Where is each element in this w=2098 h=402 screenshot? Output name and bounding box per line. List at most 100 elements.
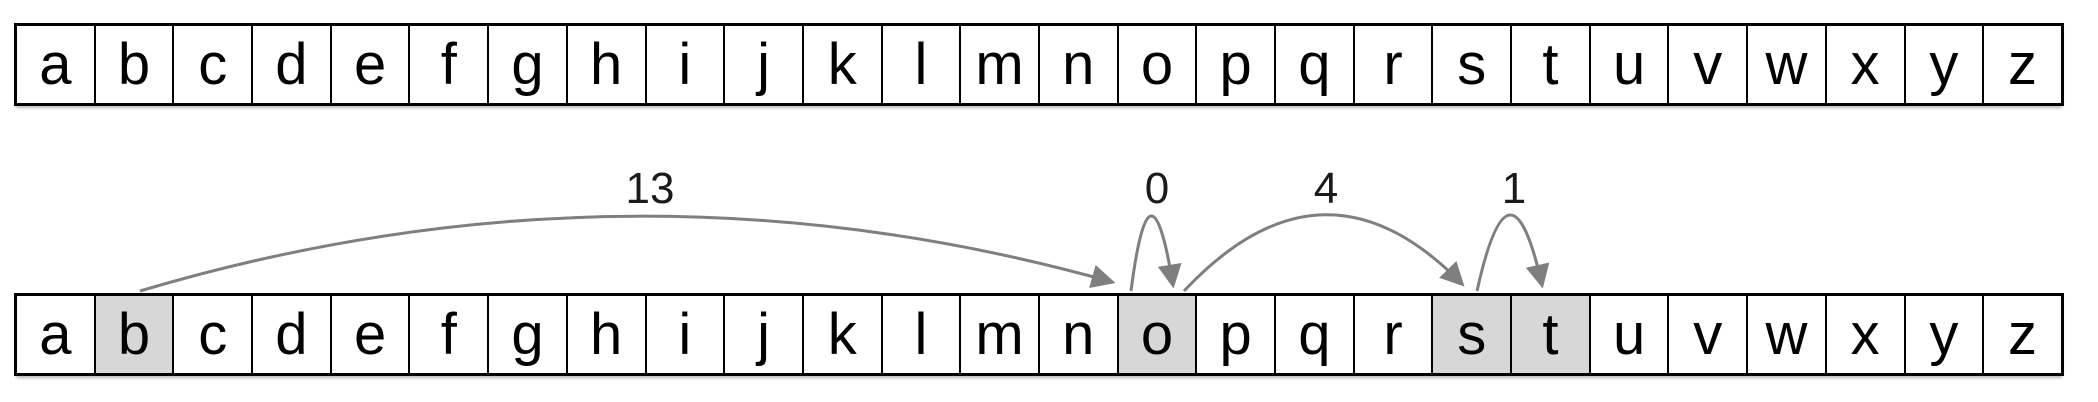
cell-letter: q [1298, 31, 1331, 97]
cell-letter: s [1457, 301, 1487, 367]
cell-letter: x [1850, 301, 1880, 367]
cell-top-d: d [251, 26, 330, 103]
arrow-label-o-to-s: 4 [1314, 164, 1338, 213]
cell-letter: o [1140, 31, 1174, 97]
cell-letter: q [1298, 301, 1331, 367]
cell-letter: g [511, 301, 544, 367]
cell-letter: i [678, 301, 692, 367]
cell-top-u: u [1588, 26, 1668, 103]
cell-bottom-e: e [329, 296, 409, 373]
arrow-s-to-t [1475, 213, 1550, 292]
cell-top-i: i [644, 26, 724, 103]
cell-letter: j [757, 301, 770, 367]
cell-bottom-u: u [1588, 296, 1668, 373]
cell-letter: w [1765, 31, 1808, 97]
cell-top-k: k [801, 26, 881, 103]
cell-letter: c [198, 31, 228, 97]
cell-letter: y [1929, 31, 1959, 97]
cell-letter: o [1140, 301, 1174, 367]
cell-letter: h [590, 301, 623, 367]
cell-top-a: a [17, 26, 94, 103]
cell-letter: b [117, 31, 151, 97]
cell-letter: t [1542, 31, 1559, 97]
cell-bottom-r: r [1352, 296, 1432, 373]
arrow-label-b-to-o: 13 [626, 164, 675, 213]
cell-top-c: c [172, 26, 251, 103]
cell-letter: a [39, 31, 72, 97]
cell-bottom-q: q [1274, 296, 1353, 373]
cell-letter: f [440, 301, 457, 367]
cell-letter: n [1062, 31, 1095, 97]
cell-letter: z [2008, 31, 2038, 97]
cell-letter: b [117, 301, 151, 367]
cell-letter: n [1062, 301, 1095, 367]
cell-top-q: q [1274, 26, 1353, 103]
cell-top-l: l [880, 26, 960, 103]
cell-top-x: x [1824, 26, 1904, 103]
cell-letter: x [1850, 31, 1880, 97]
cell-bottom-z: z [1982, 296, 2061, 373]
cell-letter: p [1219, 301, 1252, 367]
cell-bottom-k: k [801, 296, 881, 373]
cell-letter: h [590, 31, 623, 97]
cell-letter: i [678, 31, 692, 97]
cell-top-g: g [487, 26, 566, 103]
cell-bottom-y: y [1903, 296, 1983, 373]
cell-bottom-b: b [93, 296, 173, 373]
cell-top-w: w [1746, 26, 1825, 103]
cell-bottom-h: h [565, 296, 645, 373]
cell-letter: t [1542, 301, 1559, 367]
cell-letter: v [1693, 301, 1723, 367]
cell-letter: w [1765, 301, 1808, 367]
cell-letter: m [975, 31, 1024, 97]
cell-letter: d [275, 301, 308, 367]
cell-top-v: v [1667, 26, 1746, 103]
cell-letter: k [827, 31, 857, 97]
cell-bottom-c: c [172, 296, 251, 373]
cell-letter: k [827, 301, 857, 367]
cell-top-t: t [1510, 26, 1589, 103]
cell-bottom-a: a [17, 296, 94, 373]
cell-letter: z [2008, 301, 2038, 367]
cell-top-b: b [93, 26, 173, 103]
cell-top-z: z [1982, 26, 2061, 103]
cell-bottom-i: i [644, 296, 724, 373]
cell-top-m: m [959, 26, 1038, 103]
arrow-label-o-to-o: 0 [1145, 164, 1169, 213]
cell-top-j: j [723, 26, 802, 103]
cell-letter: j [757, 31, 770, 97]
cell-letter: r [1383, 301, 1403, 367]
cell-top-s: s [1431, 26, 1510, 103]
cell-top-h: h [565, 26, 645, 103]
cell-letter: f [440, 31, 457, 97]
cell-bottom-g: g [487, 296, 566, 373]
cell-letter: y [1929, 301, 1959, 367]
cell-letter: g [511, 31, 544, 97]
cell-letter: e [353, 301, 387, 367]
cell-top-p: p [1195, 26, 1274, 103]
cell-letter: u [1612, 31, 1646, 97]
cell-letter: u [1612, 301, 1646, 367]
cell-bottom-o: o [1116, 296, 1196, 373]
cell-top-y: y [1903, 26, 1983, 103]
cell-bottom-s: s [1431, 296, 1511, 373]
arrow-b-to-o [139, 214, 1116, 293]
cell-letter: l [914, 31, 928, 97]
cell-bottom-p: p [1195, 296, 1274, 373]
cell-letter: m [975, 301, 1024, 367]
cell-bottom-j: j [723, 296, 802, 373]
cell-letter: v [1693, 31, 1723, 97]
cell-letter: d [275, 31, 308, 97]
arrow-o-to-o [1129, 214, 1182, 292]
cell-letter: p [1219, 31, 1252, 97]
cell-top-r: r [1352, 26, 1432, 103]
cell-letter: e [353, 31, 387, 97]
cell-letter: s [1457, 31, 1487, 97]
cell-top-n: n [1037, 26, 1117, 103]
cell-bottom-l: l [880, 296, 960, 373]
cell-bottom-w: w [1746, 296, 1825, 373]
cell-letter: a [39, 301, 72, 367]
cell-top-o: o [1116, 26, 1196, 103]
